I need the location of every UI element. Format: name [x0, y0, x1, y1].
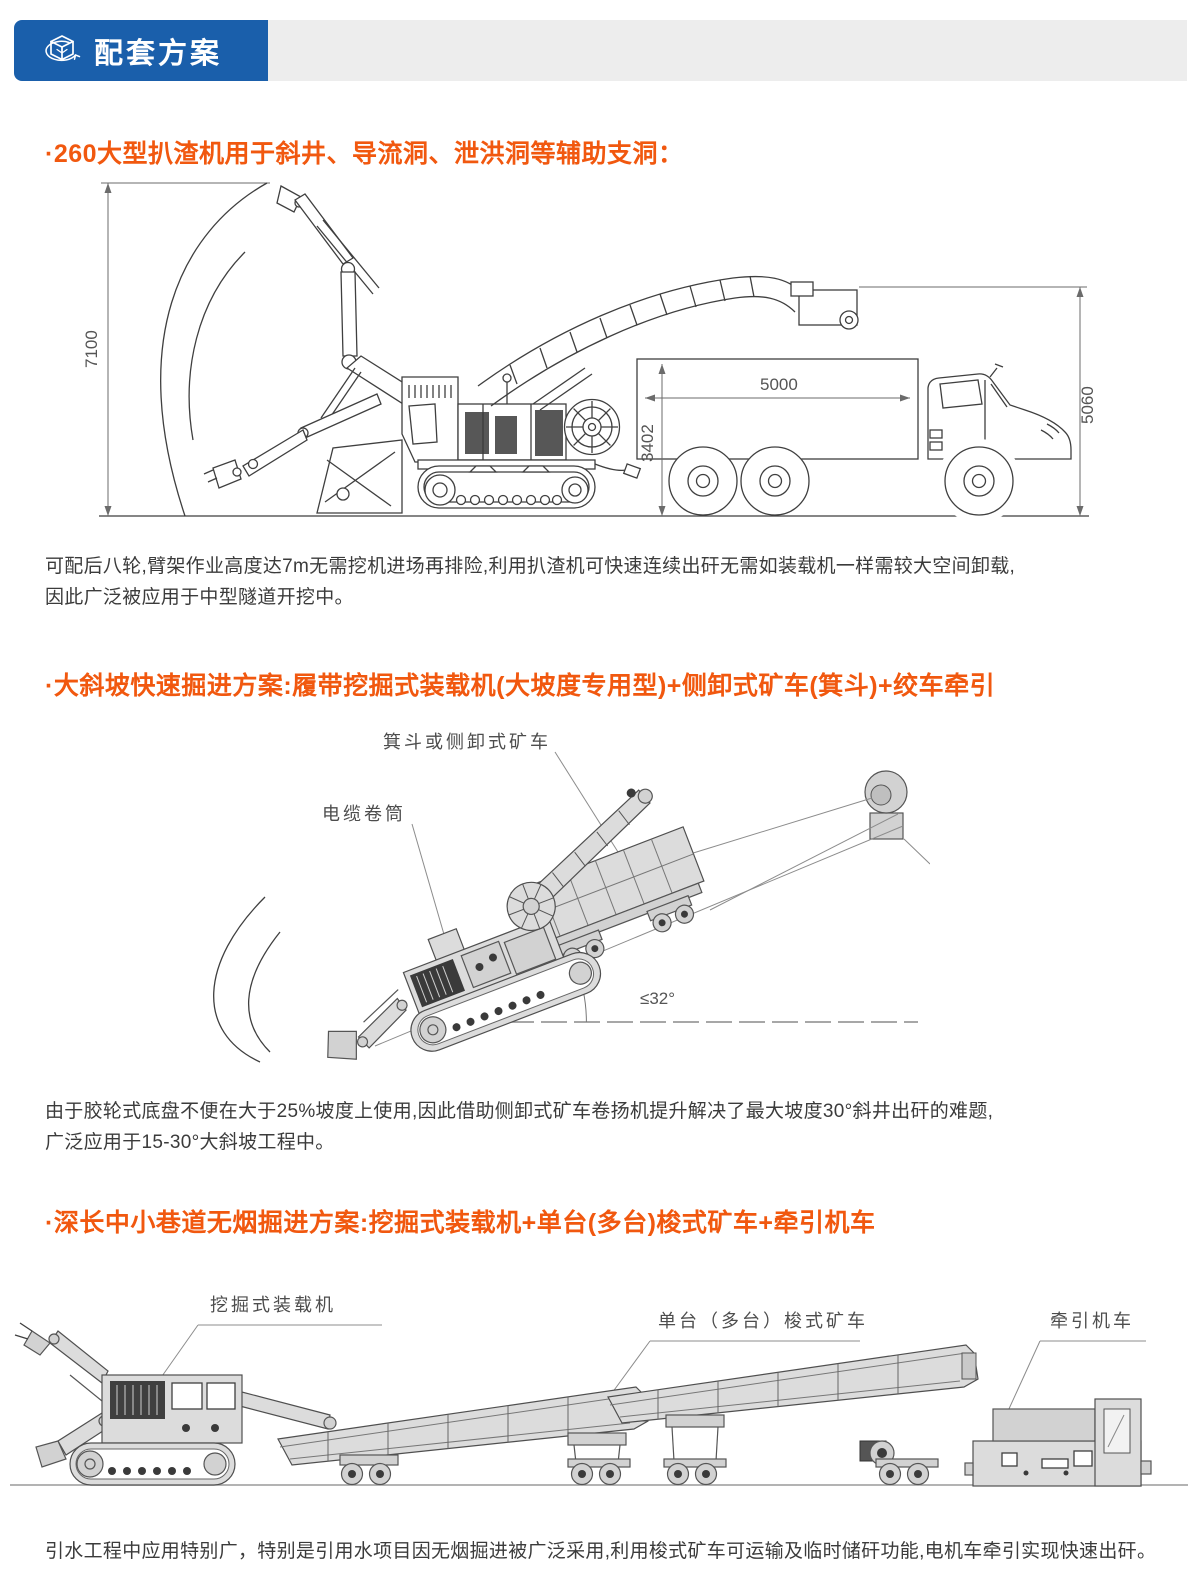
paragraph-steep-slope: 由于胶轮式底盘不便在大于25%坡度上使用,因此借助侧卸式矿车卷扬机提升解决了最大…: [45, 1101, 994, 1153]
dimension-5000: 5000: [645, 375, 910, 402]
figure-shuttle-train-scheme: 挖掘式装载机 单台（多台）梭式矿车 牵引机车: [10, 1283, 1190, 1523]
figure-steep-slope-scheme: 箕斗或侧卸式矿车 电缆卷筒 ≤32°: [170, 702, 931, 1069]
heading-scraper-260: ·260大型扒渣机用于斜井、导流洞、泄洪洞等辅助支洞：: [45, 140, 684, 168]
label-loader: 挖掘式装载机: [210, 1295, 336, 1315]
heading-smokeless-tunneling: ·深长中小巷道无烟掘进方案:挖掘式装载机+单台(多台)梭式矿车+牵引机车: [45, 1209, 876, 1237]
heading-steep-slope: ·大斜坡快速掘进方案:履带挖掘式装载机(大坡度专用型)+侧卸式矿车(箕斗)+绞车…: [45, 672, 996, 700]
section-badge: 配套方案: [14, 20, 268, 81]
winch: [864, 770, 908, 840]
label-skip-car: 箕斗或侧卸式矿车: [383, 732, 551, 752]
scraper-hopper: [316, 439, 403, 514]
dump-truck: 5000 3402: [636, 358, 1072, 523]
dimension-5060: 5060: [859, 286, 1097, 516]
label-shuttle-cars: 单台（多台）梭式矿车: [658, 1311, 868, 1331]
svg-text:5000: 5000: [760, 375, 798, 394]
cube-3d-rotate-icon: [42, 31, 82, 71]
header-strip: [268, 20, 1187, 81]
dimension-3402: 3402: [638, 364, 666, 516]
label-cable-reel: 电缆卷筒: [322, 804, 406, 824]
label-max-angle: ≤32°: [640, 989, 675, 1008]
svg-text:3402: 3402: [638, 424, 657, 462]
section-header-bar: 配套方案: [14, 20, 1187, 81]
dimension-7100: 7100: [82, 183, 112, 516]
section-title: 配套方案: [94, 37, 223, 70]
scraper-crawler: [417, 465, 596, 509]
shuttle-car-2: [607, 1344, 979, 1486]
paragraph-shuttle: 引水工程中应用特别广，特别是引用水项目因无烟掘进被广泛采用,利用梭式矿车可运输及…: [45, 1541, 1157, 1562]
truck-wheels: [668, 446, 1014, 516]
scraper-conveyor: [477, 275, 859, 411]
figure-scraper-truck-elevation: 7100: [82, 172, 1097, 527]
crawler-loader: [327, 788, 653, 1060]
paragraph-scraper: 可配后八轮,臂架作业高度达7m无需挖机进场再排险,利用扒渣机可快速连续出矸无需如…: [45, 556, 1016, 608]
svg-text:5060: 5060: [1078, 386, 1095, 424]
svg-text:7100: 7100: [85, 330, 101, 368]
label-locomotive: 牵引机车: [1050, 1311, 1134, 1331]
scraper-body: [401, 373, 642, 479]
traction-locomotive: [964, 1398, 1152, 1487]
shuttle-car-1: [277, 1386, 649, 1486]
excavating-loader: [14, 1322, 337, 1486]
